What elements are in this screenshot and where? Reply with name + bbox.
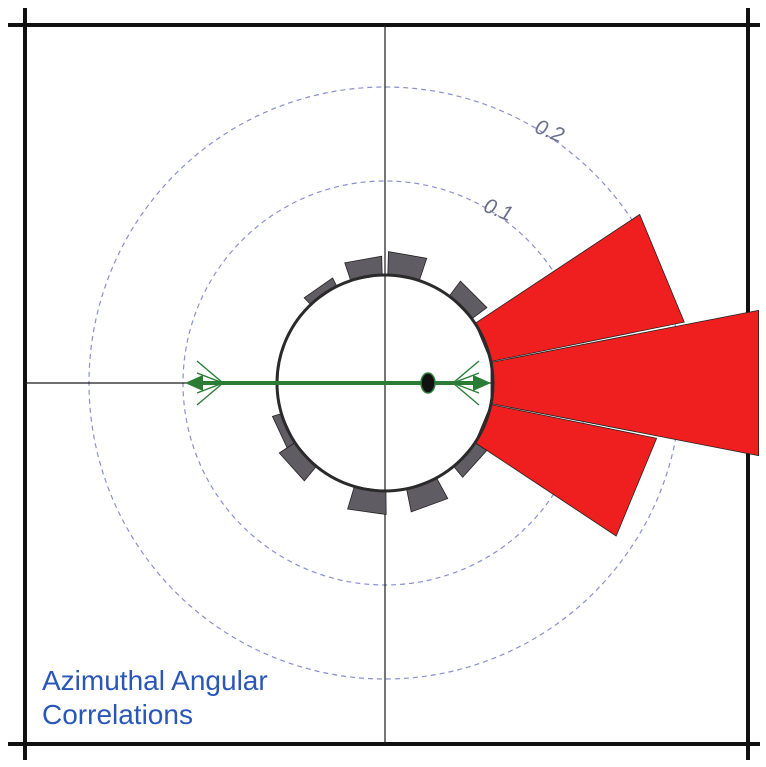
center-dot [420,372,436,394]
fan-line-2-2 [452,372,480,384]
fan-line-2-3 [452,382,480,394]
ring-label-1: 0.1 [480,194,516,226]
caption-line-2: Correlations [42,699,193,730]
fan-line-1-1 [196,360,224,384]
chart-caption: Azimuthal Angular Correlations [42,664,268,732]
ring-labels: 0.1 0.2 [480,115,567,226]
green-arrow [185,360,491,406]
caption-line-1: Azimuthal Angular [42,665,268,696]
gray-bar-4 [303,277,338,306]
red-bar-3 [474,404,658,537]
fan-line-1-3 [196,382,224,394]
arrow-head-left [185,375,203,391]
ring-label-2: 0.2 [532,115,568,147]
red-bar-2 [474,213,685,362]
red-bar-1 [490,309,760,457]
polar-bars [271,213,760,537]
arrow-head-right [473,375,491,391]
fan-line-2-1 [452,360,480,384]
fan-line-1-4 [196,382,224,406]
fan-line-1-2 [196,372,224,384]
fan-line-2-4 [452,382,480,406]
